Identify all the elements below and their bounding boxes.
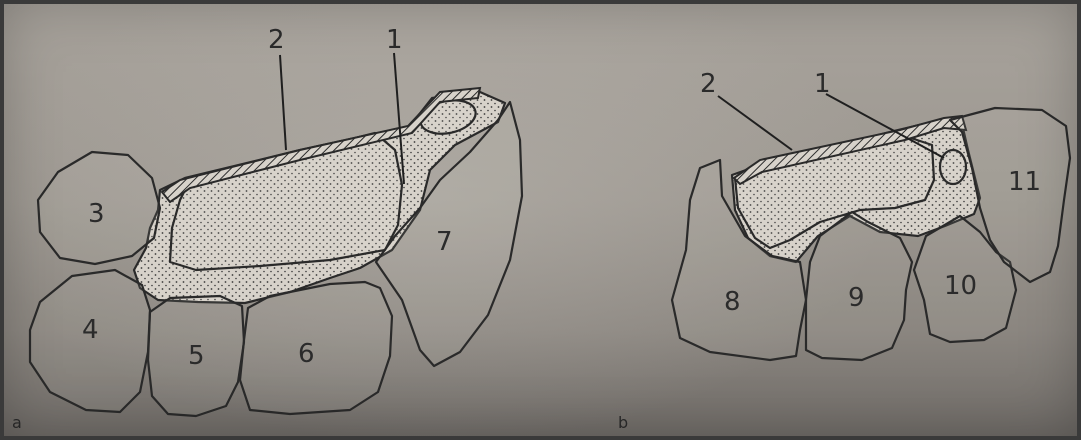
bone-3-label: 3 bbox=[88, 199, 105, 229]
bone-11-label: 11 bbox=[1008, 167, 1041, 197]
figure-a-panel-label: a bbox=[12, 413, 22, 432]
bone-6 bbox=[240, 282, 392, 414]
bone-7-label: 7 bbox=[436, 227, 453, 257]
bone-6-label: 6 bbox=[298, 339, 315, 369]
bone-4-label: 4 bbox=[82, 315, 99, 345]
bone-9-label: 9 bbox=[848, 283, 865, 313]
bone-10-label: 10 bbox=[944, 271, 977, 301]
figure-a-callout-2: 2 bbox=[268, 25, 285, 55]
figure-b: 2 1 8 9 10 11 b bbox=[618, 69, 1070, 432]
figure-b-oval-foramen bbox=[940, 150, 966, 184]
figure-a-leader-2 bbox=[280, 55, 286, 150]
figure-b-panel-label: b bbox=[618, 413, 628, 432]
figure-a: 2 1 3 4 5 6 7 a bbox=[12, 25, 522, 432]
figure-b-callout-2: 2 bbox=[700, 69, 717, 99]
figure-a-callout-1: 1 bbox=[386, 25, 403, 55]
bone-5-label: 5 bbox=[188, 341, 205, 371]
figure-b-leader-2 bbox=[718, 96, 792, 150]
bone-8-label: 8 bbox=[724, 287, 741, 317]
figure-b-callout-1: 1 bbox=[814, 69, 831, 99]
